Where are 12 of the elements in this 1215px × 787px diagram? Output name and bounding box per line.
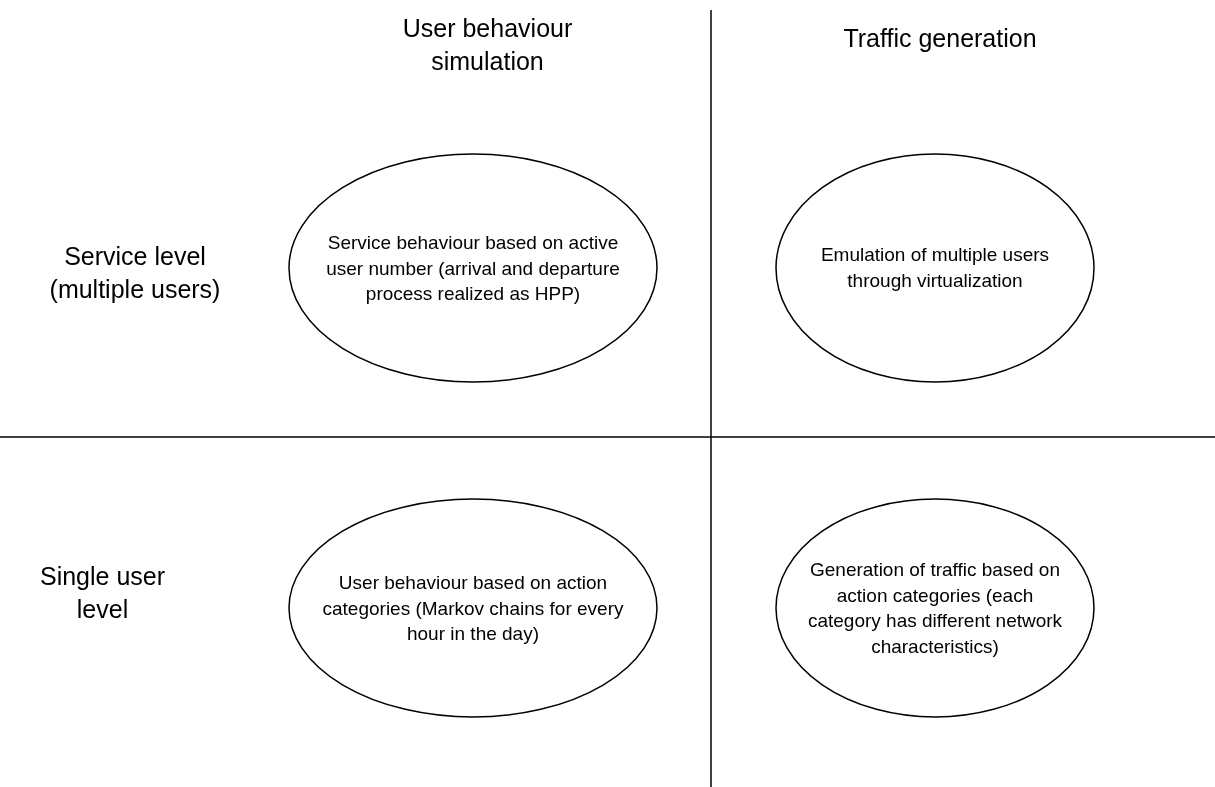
row-heading: Single user level bbox=[38, 561, 167, 625]
node-text: User behaviour based on action categories (Markov chains for every hour in the day) bbox=[321, 570, 625, 646]
oval-node bbox=[288, 498, 658, 718]
node-text: Service behaviour based on active user number (arrival and departure process realized as HPP) bbox=[325, 230, 621, 306]
column-heading: User behaviour simulation bbox=[401, 13, 574, 77]
node-text: Generation of traffic based on action categories (each category has different network characteristics) bbox=[806, 557, 1064, 659]
oval-node bbox=[288, 153, 658, 383]
column-heading: Traffic generation bbox=[842, 23, 1038, 54]
row-heading: Service level (multiple users) bbox=[48, 241, 222, 305]
oval-node bbox=[775, 153, 1095, 383]
node-text: Emulation of multiple users through virtualization bbox=[819, 243, 1051, 293]
oval-node bbox=[775, 498, 1095, 718]
